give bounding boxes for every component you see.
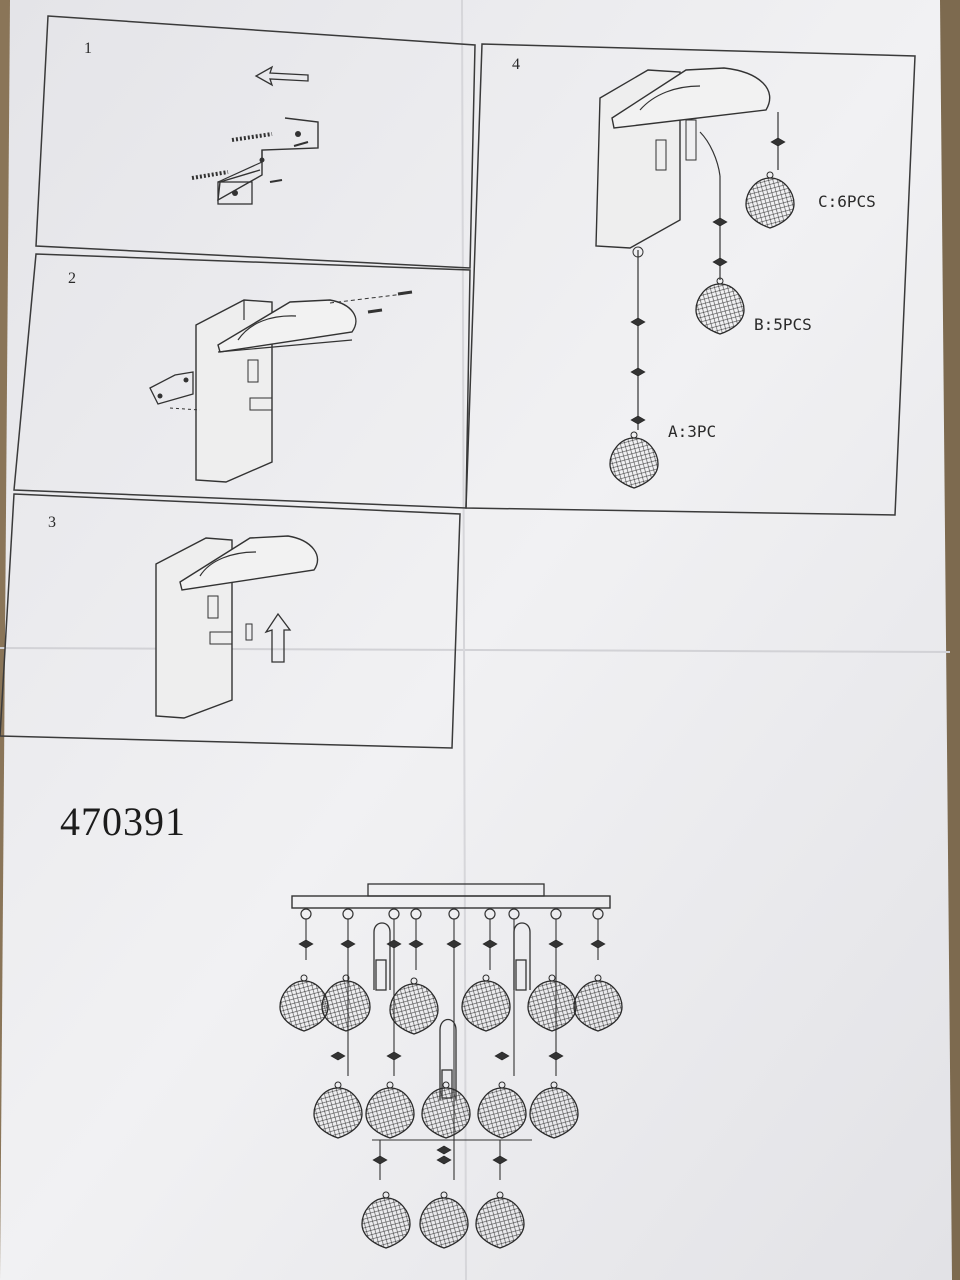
part-a-label: A:3PC <box>668 422 717 441</box>
chandelier-drawing <box>279 883 623 1249</box>
step-4-number: 4 <box>512 56 520 73</box>
step-3-panel <box>0 493 461 749</box>
step-1-panel <box>35 15 476 269</box>
part-c-label: C:6PCS <box>818 192 876 211</box>
step-4-panel <box>465 43 916 516</box>
step-1-number: 1 <box>84 40 92 57</box>
part-b-label: B:5PCS <box>754 315 812 334</box>
model-number: 470391 <box>60 799 186 844</box>
step-2-number: 2 <box>68 270 76 287</box>
step-3-number: 3 <box>48 514 56 531</box>
